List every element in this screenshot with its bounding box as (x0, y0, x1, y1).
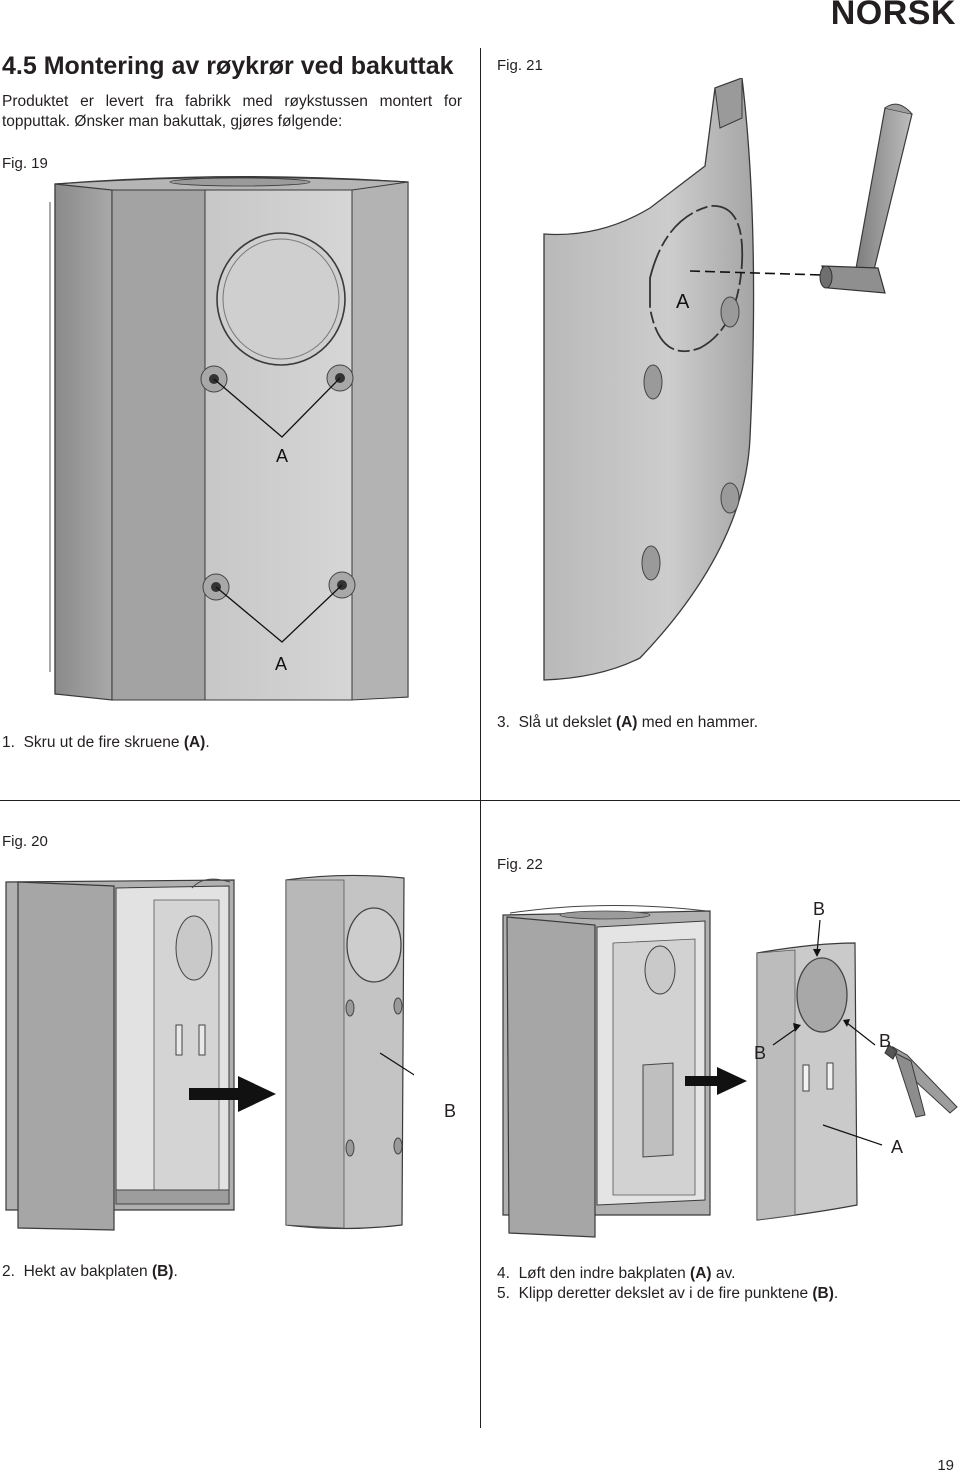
intro-text: Produktet er levert fra fabrikk med røyk… (2, 93, 462, 130)
language-label: NORSK (830, 0, 956, 32)
step-5: 5. Klipp deretter dekslet av i de fire p… (497, 1285, 839, 1302)
callout-a: A (275, 654, 287, 674)
arrow-icon (189, 1076, 276, 1112)
row-divider (0, 800, 960, 802)
flue-cover-outline (216, 232, 346, 366)
section-title: 4.5 Montering av røykrør ved bakuttak (2, 52, 454, 80)
arrow-icon (685, 1067, 747, 1095)
callout-a-fig22: A (891, 1137, 904, 1157)
fig20-label: Fig. 20 (2, 833, 48, 850)
callout-b-left: B (754, 1043, 767, 1063)
fig19-label: Fig. 19 (2, 155, 48, 172)
step-4: 4. Løft den indre bakplaten (A) av. (497, 1265, 736, 1282)
callout-a: A (676, 291, 690, 313)
page-number: 19 (937, 1457, 954, 1474)
step-3: 3. Slå ut dekslet (A) med en hammer. (497, 714, 759, 731)
flue-cover-outline (796, 957, 848, 1033)
column-divider (480, 48, 482, 1428)
callout-b-right: B (879, 1031, 892, 1051)
fig21-label: Fig. 21 (497, 57, 543, 74)
flue-cover-outline (649, 205, 744, 353)
fig20-illustration: B (5, 874, 414, 1231)
callout-a: A (276, 446, 288, 466)
callout-b-fig20: B (444, 1101, 457, 1121)
fig22-illustration (502, 904, 958, 1238)
step-2: 2. Hekt av bakplaten (B). (2, 1263, 178, 1280)
callout-b-top: B (813, 899, 826, 919)
hammer-icon (819, 103, 913, 294)
step-1: 1. Skru ut de fire skruene (A). (2, 734, 210, 751)
fig21-illustration: A (543, 78, 913, 681)
fig22-label: Fig. 22 (497, 856, 543, 873)
pliers-icon (884, 1044, 958, 1118)
fig19-illustration: A A (49, 175, 409, 701)
